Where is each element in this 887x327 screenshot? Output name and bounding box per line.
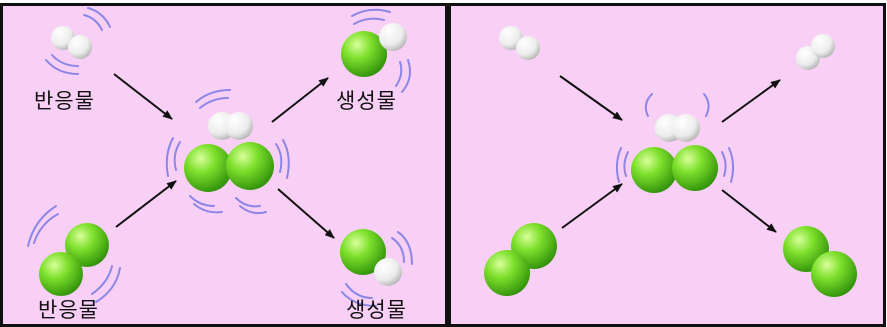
motion-lines <box>341 231 413 307</box>
arrow-center-to-product-bottom <box>721 189 777 233</box>
arrow-reactant-bottom-to-center <box>561 183 623 229</box>
arrow-reactant-top-to-center <box>559 75 623 121</box>
arrow-reactant-top-to-center <box>113 73 173 120</box>
chlorine-atom <box>811 251 857 297</box>
hydrogen-atom <box>672 114 700 142</box>
product-cl2-bottom <box>783 226 857 297</box>
hydrogen-atom <box>516 36 540 60</box>
collision-complex <box>165 89 290 215</box>
chlorine-atom <box>65 223 109 267</box>
product-h2-top <box>796 34 835 70</box>
reactant-h2-top <box>499 26 540 60</box>
motion-lines <box>351 8 411 93</box>
chlorine-atom <box>184 144 232 192</box>
arrow-center-to-product-top <box>271 77 329 123</box>
hydrogen-atom <box>379 23 407 51</box>
reactant-h2-top <box>45 7 111 75</box>
product-hcl-bottom <box>340 229 413 307</box>
chlorine-atom <box>672 145 718 191</box>
chlorine-atom <box>340 229 386 275</box>
chlorine-atom <box>631 147 677 193</box>
chlorine-atom <box>226 142 274 190</box>
collision-complex <box>615 93 735 193</box>
arrow-center-to-product-top <box>721 79 781 123</box>
arrow-center-to-product-bottom <box>277 188 335 239</box>
hydrogen-atom <box>811 34 835 58</box>
chlorine-atom <box>39 252 83 296</box>
motion-lines <box>615 93 735 183</box>
hydrogen-atom <box>68 35 92 59</box>
product-label-bottom: 생성물 <box>346 298 407 322</box>
motion-lines <box>45 7 111 75</box>
reactant-label-bottom: 반응물 <box>38 298 99 322</box>
panel-with-collision: 반응물 반응물 <box>0 3 448 327</box>
motion-lines <box>165 89 290 215</box>
arrow-reactant-bottom-to-center <box>115 180 177 228</box>
chlorine-atom <box>341 31 387 77</box>
reactant-label-top: 반응물 <box>34 89 95 113</box>
panel-without-labels <box>448 3 886 327</box>
hydrogen-atom <box>225 112 253 140</box>
chlorine-atom <box>484 250 530 296</box>
hydrogen-atom <box>374 258 402 286</box>
reactant-cl2-bottom <box>484 223 557 296</box>
product-label-top: 생성물 <box>336 89 397 113</box>
reactant-cl2-bottom <box>27 205 121 303</box>
product-hcl-top <box>341 8 411 93</box>
motion-lines <box>27 205 121 303</box>
